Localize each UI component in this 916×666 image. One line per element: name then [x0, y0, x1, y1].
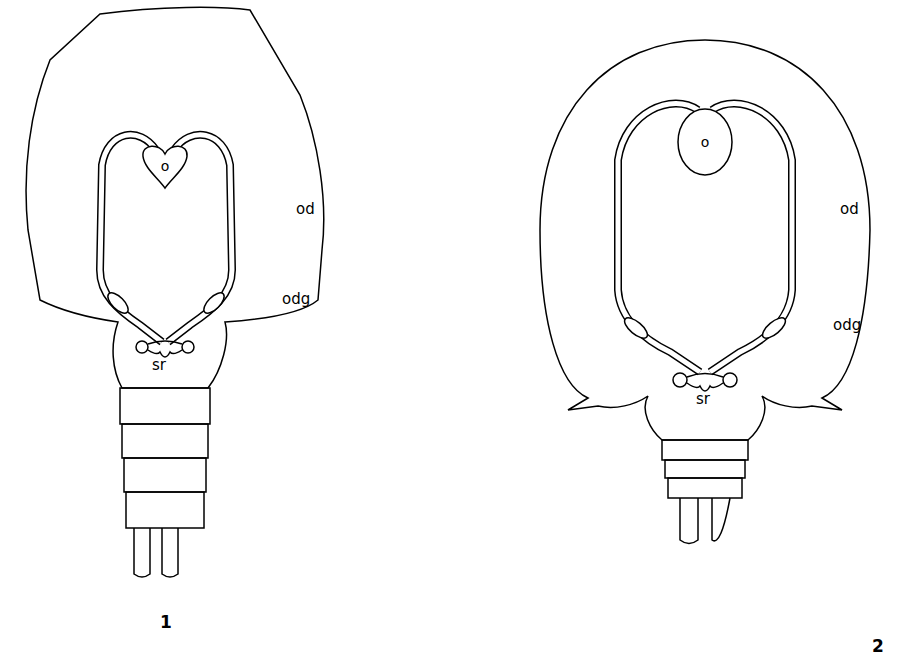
urosome-segment	[122, 424, 208, 458]
oviduct-gland	[621, 314, 650, 341]
urosome-segment	[120, 388, 210, 424]
oviduct-gland	[105, 290, 132, 317]
oviduct-gland	[759, 314, 788, 341]
urosome-segment	[662, 440, 748, 460]
part-label: sr	[152, 356, 166, 374]
part-label: sr	[696, 390, 710, 408]
ovary-outline: o	[677, 108, 733, 176]
ovary-border	[143, 146, 187, 188]
oviduct	[618, 103, 792, 372]
seminal-receptacle	[673, 373, 737, 391]
caudal-ramus	[134, 528, 150, 577]
caudal-ramus	[712, 498, 730, 541]
oviduct-gland	[201, 290, 228, 317]
caudal-ramus	[162, 528, 178, 577]
urosome-segment	[126, 492, 204, 528]
urosome-segment	[665, 460, 745, 478]
part-label: od	[840, 200, 859, 218]
part-label: o	[701, 134, 710, 150]
part-label: odg	[282, 290, 310, 308]
seminal-receptacle	[136, 341, 194, 357]
caudal-ramus	[680, 498, 698, 544]
part-label: odg	[833, 316, 861, 334]
figure-number: 1	[160, 612, 172, 632]
body-outline	[540, 40, 870, 440]
ovary-border	[678, 109, 732, 175]
part-label: o	[161, 158, 170, 174]
urosome-segment	[124, 458, 206, 492]
urosome-segment	[668, 478, 742, 498]
oviduct	[100, 135, 232, 342]
figure-number: 2	[872, 636, 884, 656]
ovary-outline: o	[140, 142, 190, 190]
part-label: od	[296, 200, 315, 218]
body-outline	[26, 7, 324, 388]
